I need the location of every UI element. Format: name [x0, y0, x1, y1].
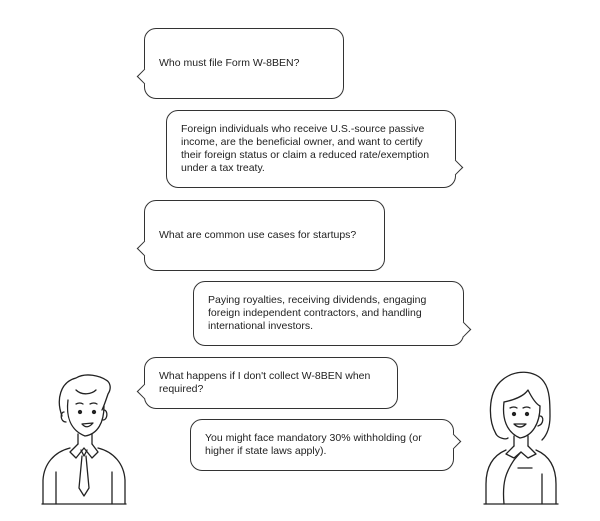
chat-bubble-q2: What are common use cases for startups?	[136, 200, 385, 271]
chat-bubble-q1: Who must file Form W-8BEN?	[136, 28, 344, 99]
woman-with-collar-icon	[483, 371, 559, 505]
message-text: What are common use cases for startups?	[159, 228, 357, 241]
bubble-tail-left	[136, 68, 153, 85]
chat-bubble-a1: Foreign individuals who receive U.S.-sou…	[166, 110, 464, 188]
message-text: Paying royalties, receiving dividends, e…	[208, 293, 427, 333]
bubble-tail-left	[136, 240, 153, 257]
chat-bubble-a3: You might face mandatory 30% withholding…	[190, 419, 462, 471]
message-text: Who must file Form W-8BEN?	[159, 56, 300, 69]
chat-bubble-q3: What happens if I don't collect W-8BEN w…	[136, 357, 398, 409]
message-text: Foreign individuals who receive U.S.-sou…	[181, 122, 430, 175]
message-text: What happens if I don't collect W-8BEN w…	[159, 369, 371, 395]
message-text: You might face mandatory 30% withholding…	[205, 431, 422, 457]
man-with-tie-icon	[41, 374, 127, 505]
chat-bubble-a2: Paying royalties, receiving dividends, e…	[193, 281, 472, 346]
